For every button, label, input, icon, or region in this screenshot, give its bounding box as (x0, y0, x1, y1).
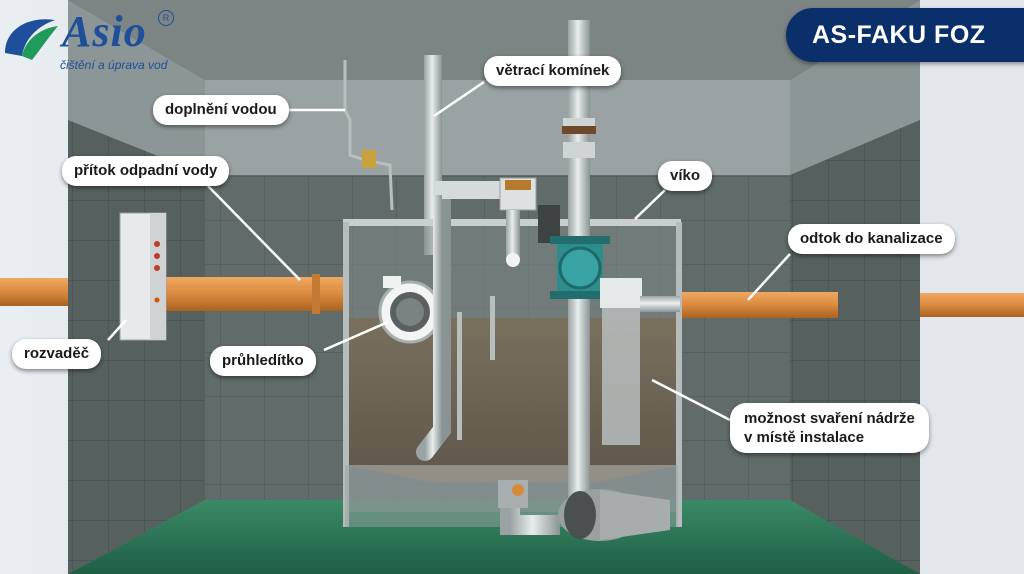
callout-weld-line-2: v místě instalace (744, 429, 865, 446)
registered-mark: R (158, 10, 174, 26)
callout-sewer-outflow: odtok do kanalizace (788, 224, 955, 254)
callout-wastewater-inflow: přítok odpadní vody (62, 156, 230, 186)
callout-weld-option: možnost svaření nádrže v místě instalace (730, 403, 929, 453)
logo-wordmark: Asio (62, 7, 147, 56)
callout-lid: víko (658, 161, 713, 191)
callout-switchboard: rozvaděč (12, 339, 102, 369)
logo-tagline: čištění a úprava vod (60, 58, 168, 72)
callout-weld-line-1: možnost svaření nádrže (744, 410, 915, 427)
asio-logo: Asio R čištění a úprava vod (0, 0, 200, 80)
callout-sight-glass: průhledítko (210, 346, 316, 376)
callout-water-refill: doplnění vodou (153, 95, 289, 125)
product-title: AS-FAKU FOZ (812, 21, 986, 49)
logo-swirl-icon (5, 19, 58, 60)
product-title-bar: AS-FAKU FOZ (786, 8, 1024, 62)
callout-ventilation-chimney: větrací komínek (484, 56, 622, 86)
